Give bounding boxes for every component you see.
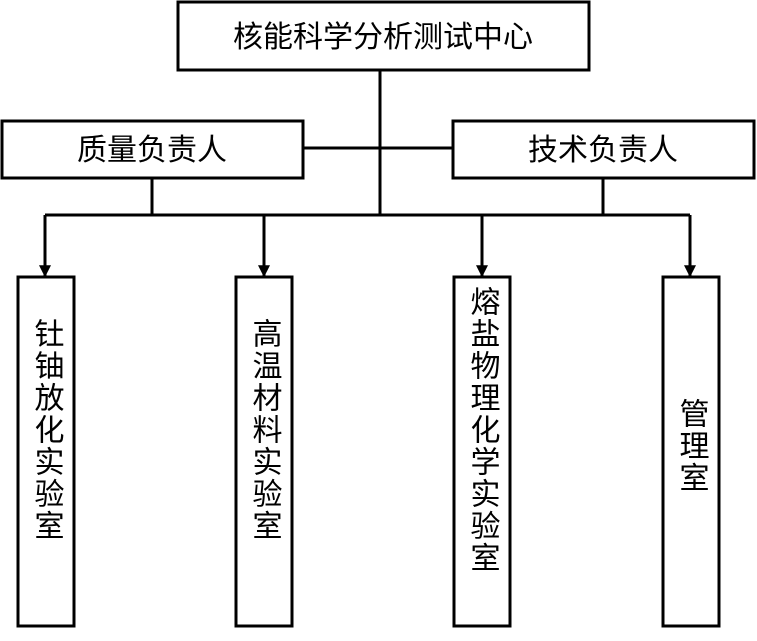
lab-label-4: 管理室: [674, 398, 709, 494]
lab-box-3: 熔盐物理化学实验室: [452, 275, 512, 628]
lab-label-3: 熔盐物理化学实验室: [465, 286, 501, 574]
quality-manager-label: 质量负责人: [77, 133, 227, 168]
technical-manager-box: 技术负责人: [451, 119, 756, 180]
quality-manager-box: 质量负责人: [0, 119, 305, 180]
top-box: 核能科学分析测试中心: [176, 0, 591, 72]
connectors: [39, 70, 696, 278]
lab-label-1: 钍铀放化实验室: [29, 318, 65, 542]
technical-manager-label: 技术负责人: [528, 133, 678, 168]
lab-box-1: 钍铀放化实验室: [16, 275, 76, 628]
top-box-label: 核能科学分析测试中心: [233, 20, 533, 55]
lab-box-2: 高温材料实验室: [234, 275, 294, 628]
lab-box-4: 管理室: [661, 275, 721, 628]
lab-label-2: 高温材料实验室: [247, 318, 283, 542]
